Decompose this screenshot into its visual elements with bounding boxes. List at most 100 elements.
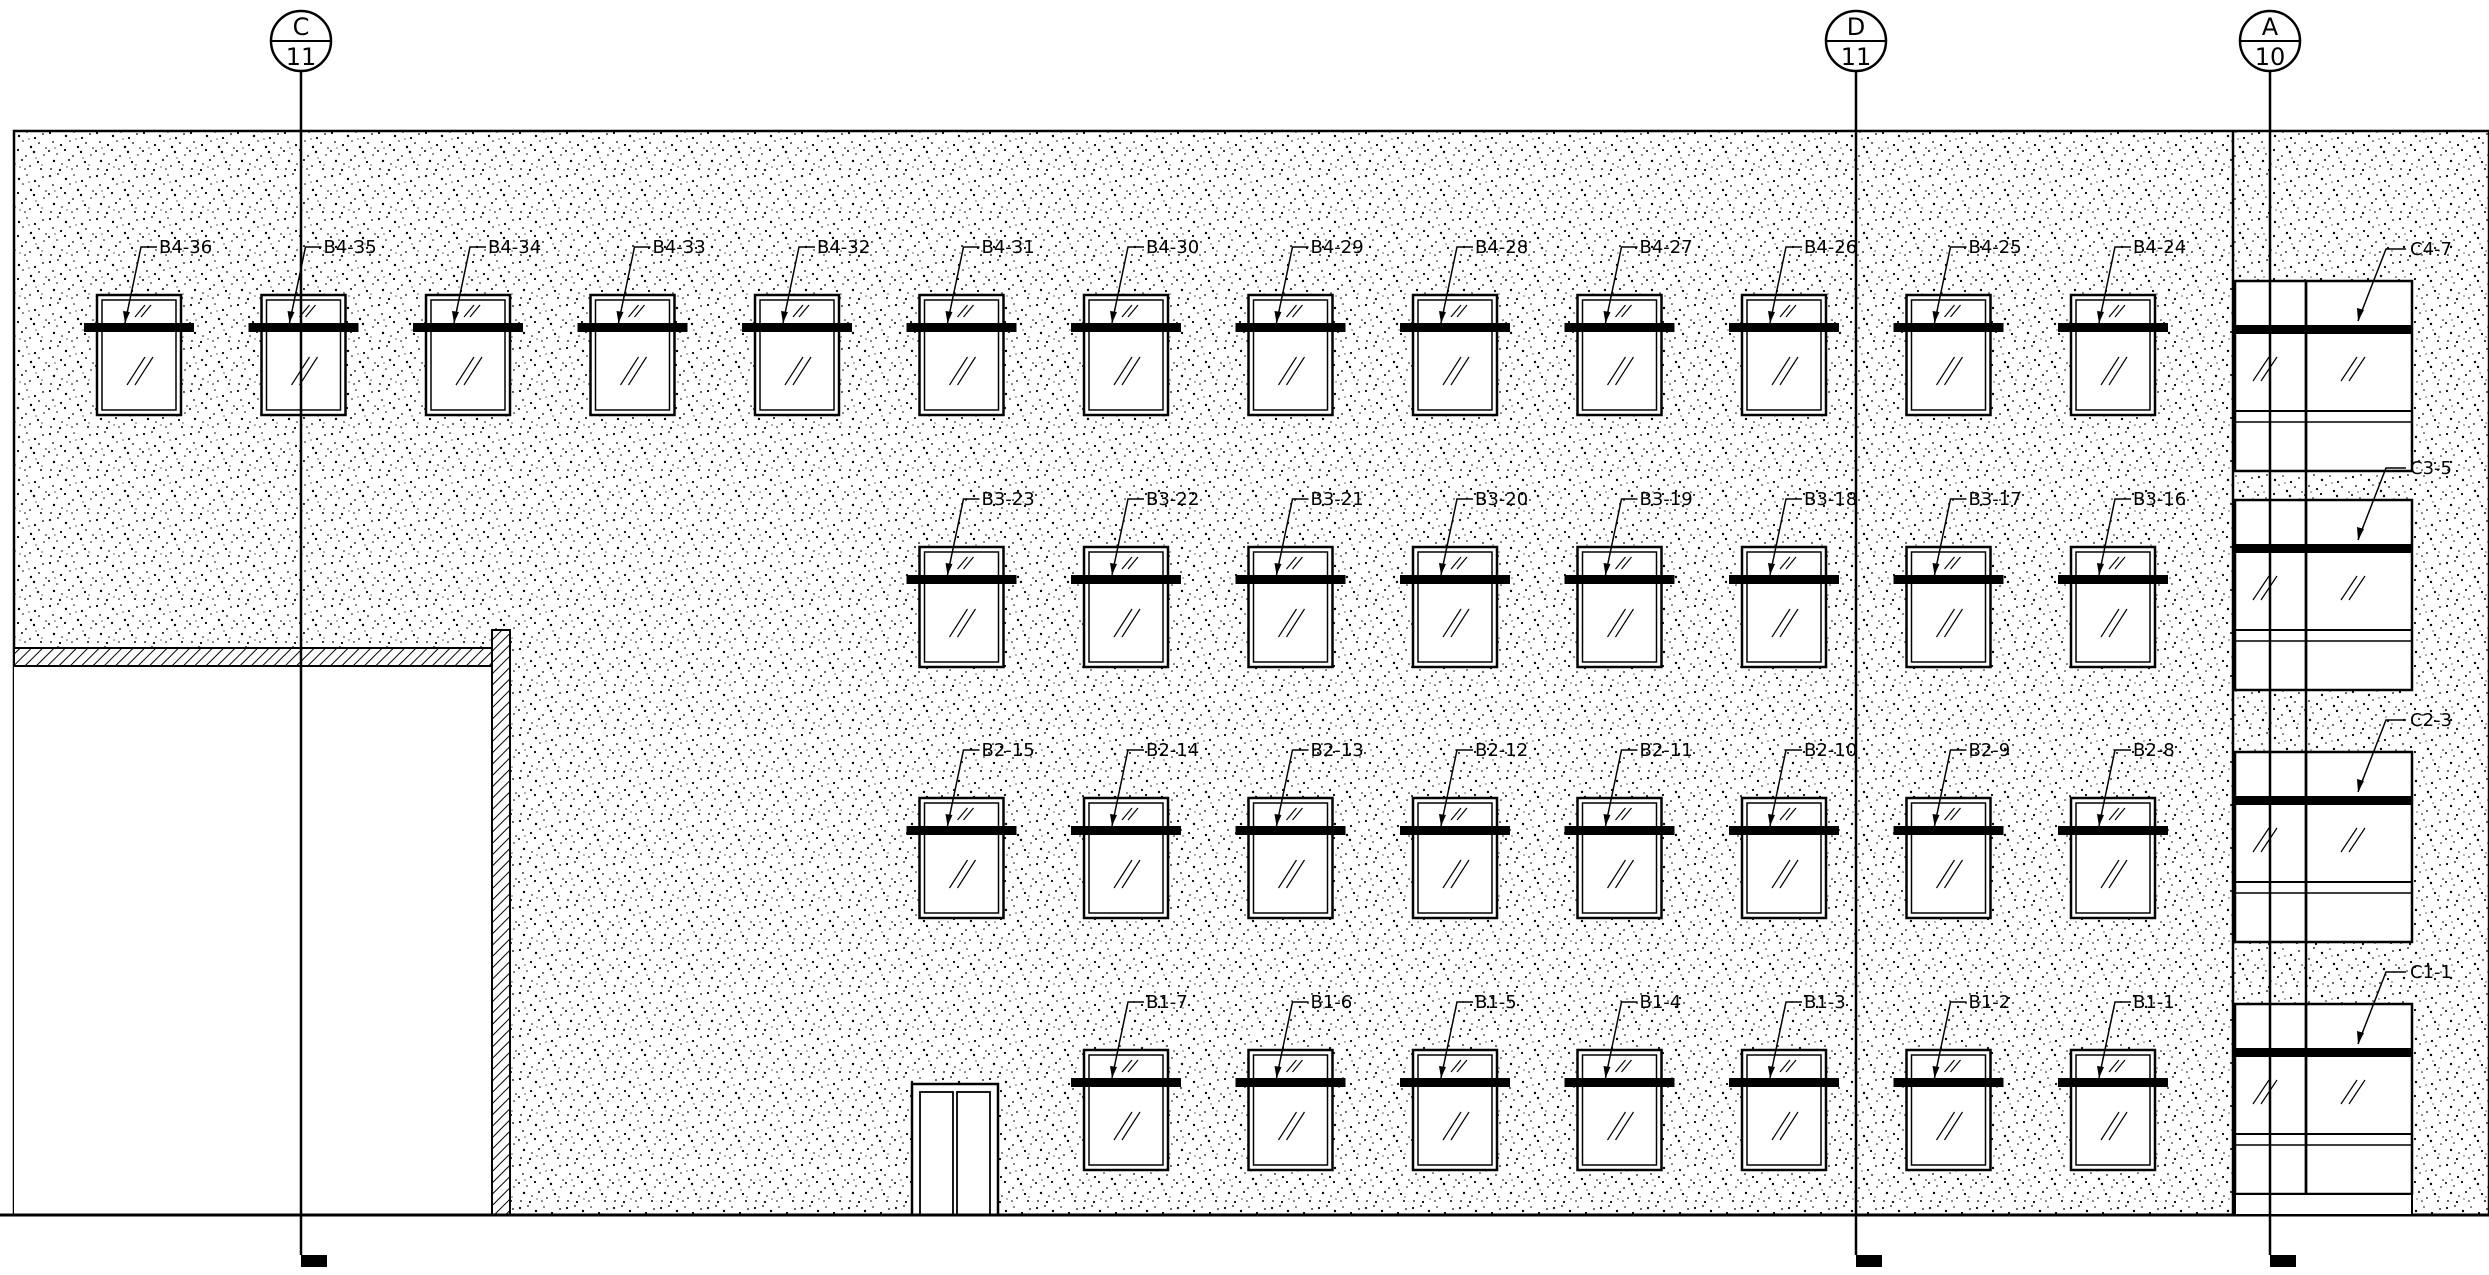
window: B3-22 [1071,489,1199,669]
window-tag: B4-29 [1311,237,1364,258]
window-tag: B1-7 [1146,992,1188,1013]
window: B4-33 [577,237,706,417]
window-tag: B4-25 [1969,237,2022,258]
tag-leader [1769,246,1802,324]
tag-leader [1604,749,1638,827]
window-tag: B2-11 [1640,740,1693,761]
window-tag: B4-31 [982,237,1035,258]
grid-line-c [299,72,327,1267]
window-tag: B3-17 [1969,489,2022,510]
window-tag: B2-8 [2133,740,2175,761]
grid-bubble-c-number: 11 [286,43,317,71]
window-tag: B4-33 [653,237,706,258]
window-tag: B1-5 [1475,992,1517,1013]
tag-leader [617,246,651,324]
sunshade-bar [1235,826,1346,835]
grid-bubble-a: A 10 [2238,9,2302,73]
window: B4-34 [413,237,541,417]
window-tag: B4-34 [488,237,541,258]
tag-leader [1604,246,1638,324]
sunshade-bar [1893,323,2004,332]
window: B2-13 [1235,740,1364,920]
window: B2-10 [1729,740,1857,920]
curtain-wall-base [2234,1193,2413,1216]
sunshade-bar [1235,1078,1346,1087]
window: B2-12 [1400,740,1528,920]
tag-leader [1275,246,1309,324]
tag-leader [2357,248,2406,322]
grid-line-d [1854,72,1882,1267]
sunshade-bar [1893,826,2004,835]
curtain-wall-tag: C3-5 [2410,458,2452,479]
sunshade-bar [1564,323,1675,332]
window: B2-9 [1893,740,2011,920]
window-tag: B2-13 [1311,740,1364,761]
curtain-wall-tag: C2-3 [2410,710,2452,731]
window: B2-14 [1071,740,1199,920]
curtain-wall-panel: C2-3 [2233,710,2452,944]
entry-door [910,1082,1000,1217]
curtain-wall-tag: C4-7 [2410,239,2452,260]
sunshade-bar [906,575,1017,584]
sunshade-bar [906,323,1017,332]
sunshade-bar [2235,325,2412,334]
window: B4-25 [1893,237,2022,417]
sunshade-bar [1400,1078,1510,1087]
window-tag: B4-30 [1146,237,1199,258]
window: B2-11 [1564,740,1693,920]
sunshade-bar [2058,826,2168,835]
tag-leader [1769,498,1802,576]
window-tag: B3-16 [2133,489,2186,510]
tag-leader [946,749,980,827]
window: B4-36 [84,237,212,417]
window-tag: B1-2 [1969,992,2011,1013]
window-tag: B2-15 [982,740,1035,761]
tag-leader [2098,749,2131,827]
tag-leader [1440,246,1473,324]
tag-leader [946,498,980,576]
grid-bubble-c: C 11 [269,9,333,73]
tag-leader [1604,498,1638,576]
sunshade-bar [1071,575,1181,584]
window: B1-3 [1729,992,1846,1172]
window-tag: B2-10 [1804,740,1857,761]
window: B3-20 [1400,489,1528,669]
tag-leader [1440,749,1473,827]
window-tag: B2-12 [1475,740,1528,761]
grid-bubble-d: D 11 [1824,9,1888,73]
window: B3-21 [1235,489,1364,669]
sunshade-bar [2235,544,2412,553]
window-tag: B4-35 [324,237,377,258]
grid-line-a [2268,72,2296,1267]
tag-leader [2357,467,2406,541]
window-tag: B3-18 [1804,489,1857,510]
sunshade-bar [84,323,194,332]
window-tag: B2-14 [1146,740,1199,761]
sunshade-bar [413,323,523,332]
window: B1-4 [1564,992,1681,1172]
window: B4-30 [1071,237,1199,417]
tag-leader [1275,1001,1309,1079]
sunshade-bar [906,826,1017,835]
window-tag: B4-27 [1640,237,1693,258]
sunshade-bar [1893,1078,2004,1087]
window: B1-5 [1400,992,1517,1172]
sunshade-bar [1729,826,1839,835]
window-tag: B2-9 [1969,740,2011,761]
window-tag: B4-26 [1804,237,1857,258]
sunshade-bar [2058,575,2168,584]
sunshade-bar [1400,826,1510,835]
sunshade-bar [1564,826,1675,835]
window: B4-27 [1564,237,1693,417]
sunshade-bar [2235,796,2412,805]
tag-leader [1275,498,1309,576]
window: B4-35 [248,237,377,417]
tag-leader [1769,1001,1802,1079]
window-tag: B4-32 [817,237,870,258]
punched-windows: B4-36 B4-35 B4-34 B4-33 B4-32 B4-31 B4-30 B4-29… [84,237,2186,1172]
tag-leader [1440,1001,1473,1079]
low-wing-opening [13,629,511,1216]
window-tag: B3-19 [1640,489,1693,510]
window-tag: B3-20 [1475,489,1528,510]
sunshade-bar [1564,575,1675,584]
